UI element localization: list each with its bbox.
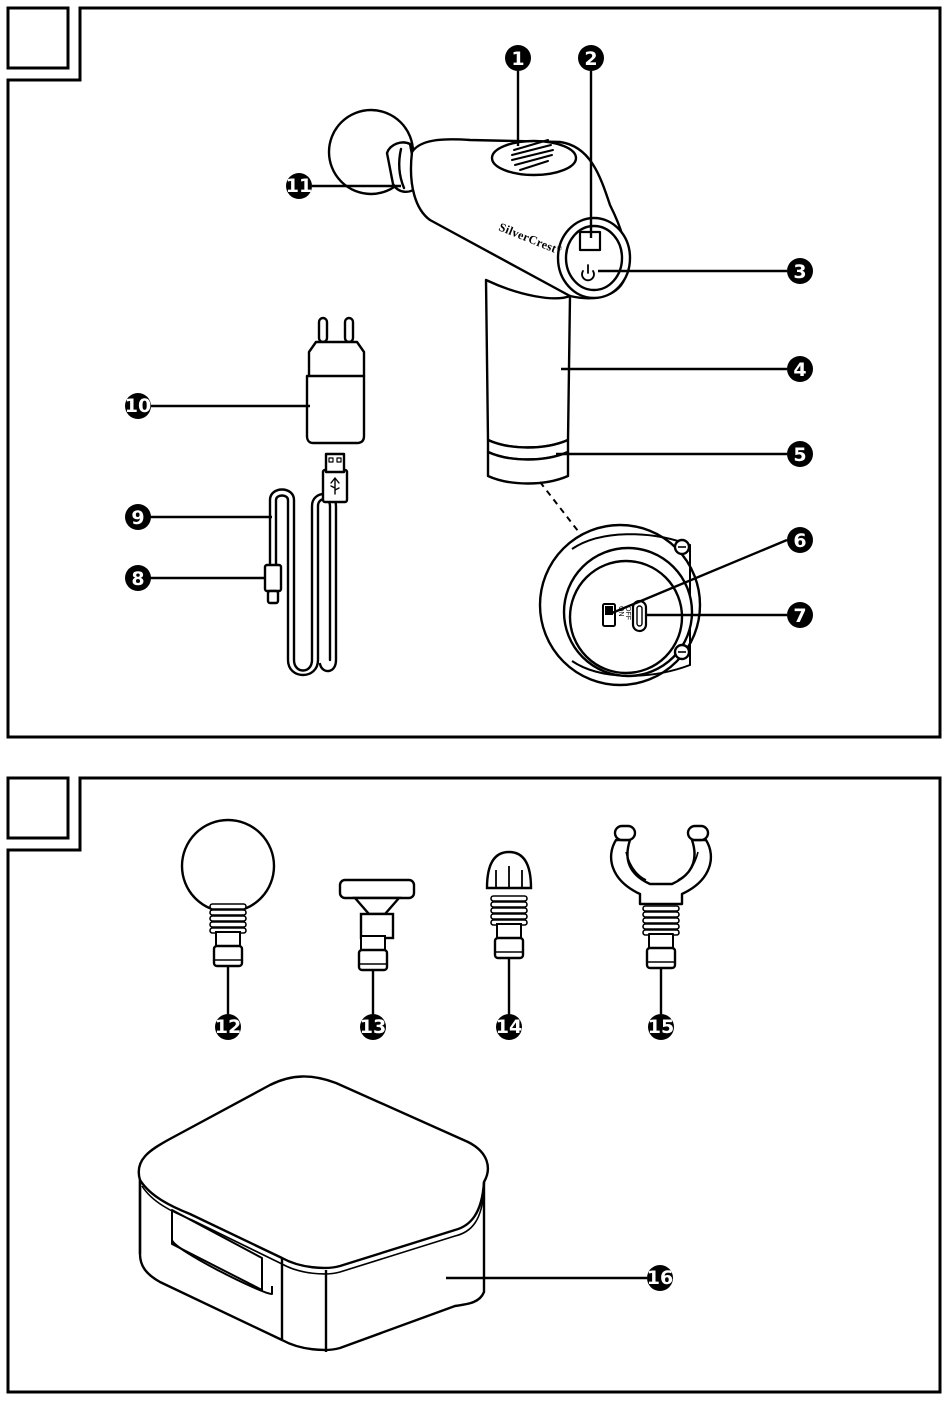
svg-text:4: 4 [793,359,806,381]
svg-text:14: 14 [496,1016,522,1038]
zoom-connector [540,482,585,540]
callout-2: 2 [578,45,604,71]
fork-attachment [611,826,711,968]
svg-text:1: 1 [511,48,524,70]
callout-12: 12 [215,1014,241,1040]
callout-1: 1 [505,45,531,71]
callout-6: 6 [787,527,813,553]
panel-a: SilverCrest® ON OFF [8,8,940,737]
svg-text:12: 12 [215,1016,241,1038]
callout-9: 9 [125,504,151,530]
svg-text:2: 2 [584,48,597,70]
svg-text:9: 9 [131,507,144,529]
svg-text:16: 16 [647,1267,673,1289]
callout-15: 15 [648,1014,674,1040]
panel-b-tab [8,778,68,838]
svg-text:10: 10 [125,395,151,417]
callout-13: 13 [360,1014,386,1040]
callout-3: 3 [787,258,813,284]
callout-14: 14 [496,1014,522,1040]
gun-handle [486,280,570,448]
callout-10: 10 [125,393,151,419]
svg-text:13: 13 [360,1016,386,1038]
base-detail-view [540,525,700,685]
flat-attachment [340,880,414,970]
svg-text:7: 7 [793,605,806,627]
massage-gun [329,110,630,484]
callout-5: 5 [787,441,813,467]
callout-4: 4 [787,356,813,382]
svg-text:8: 8 [131,568,144,590]
callout-16: 16 [647,1265,673,1291]
callout-8: 8 [125,565,151,591]
svg-text:3: 3 [793,261,806,283]
svg-text:11: 11 [286,175,312,197]
ball-attachment [182,820,274,966]
svg-text:15: 15 [648,1016,674,1038]
bullet-attachment [487,852,531,958]
power-adapter [307,318,364,443]
callout-7: 7 [787,602,813,628]
panel-a-tab [8,8,68,68]
usb-cable [265,454,347,675]
panel-b: 12 13 14 15 16 [8,778,940,1392]
svg-text:5: 5 [793,444,806,466]
svg-text:6: 6 [793,530,806,552]
callout-11: 11 [286,173,312,199]
storage-case [139,1076,488,1352]
